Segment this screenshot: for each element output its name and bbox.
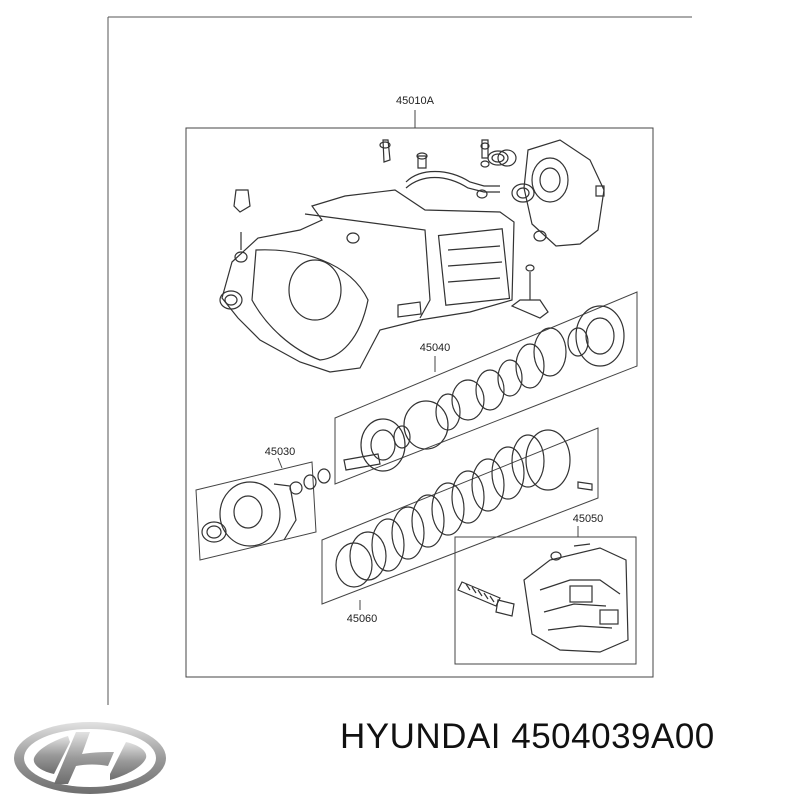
clutch-group-frame: [334, 291, 638, 485]
oil-pump-assembly: [201, 468, 331, 547]
pump-frame: [195, 457, 317, 561]
part-number-caption: HYUNDAI 4504039A00: [340, 717, 715, 756]
label-45050: 45050: [573, 513, 604, 525]
transmission-housing: [219, 189, 549, 373]
valve-body-assembly: [457, 543, 629, 653]
main-kit-frame: [185, 110, 654, 678]
label-45040: 45040: [420, 342, 451, 354]
disc-set-frame: [321, 427, 599, 610]
hyundai-logo-icon: [14, 722, 166, 794]
rear-cover: [497, 139, 605, 247]
valve-body-frame: [454, 526, 637, 665]
friction-disc-set: [335, 429, 593, 588]
fittings-and-oil-tube: [379, 139, 509, 199]
clutch-assembly: [343, 305, 625, 472]
label-45030: 45030: [265, 446, 296, 458]
label-45060: 45060: [347, 613, 378, 625]
label-45010a: 45010A: [396, 95, 435, 107]
page-frame: [107, 16, 692, 705]
